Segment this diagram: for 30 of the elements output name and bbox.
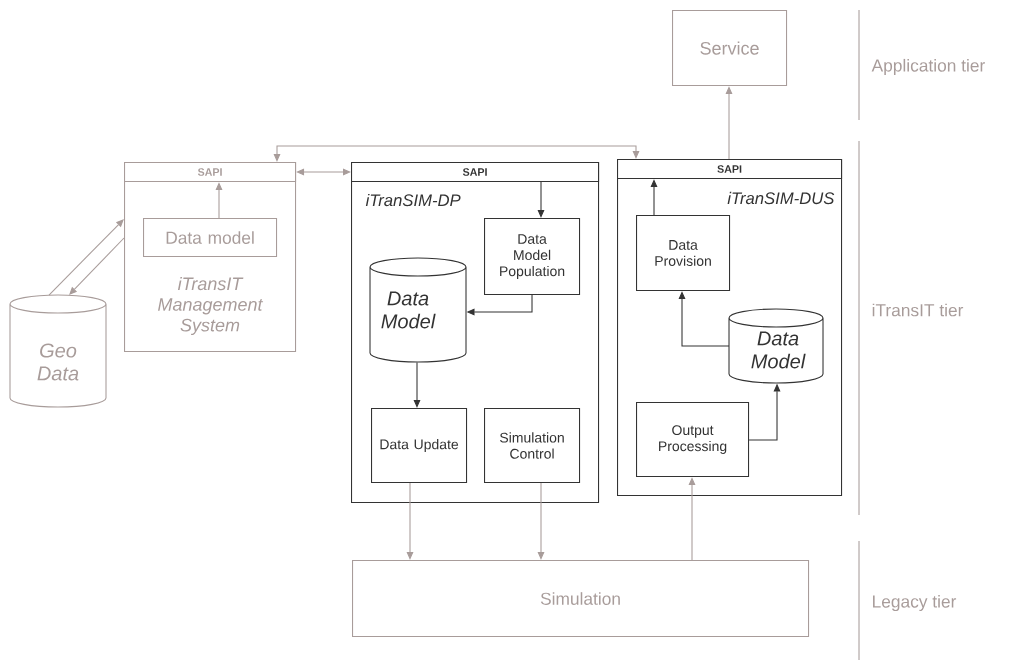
- tier-label: Application tier: [871, 58, 985, 76]
- process-box: Data Model Population: [484, 218, 581, 296]
- database-cylinder: Data Model: [728, 308, 824, 384]
- interface-band: SAPI: [124, 162, 297, 183]
- tier-label: Legacy tier: [873, 594, 957, 612]
- process-box: Data Provision: [636, 215, 731, 292]
- process-box: Simulation Control: [484, 408, 581, 484]
- arrow: [406, 482, 414, 560]
- arrow: [678, 291, 730, 347]
- arrow: [413, 362, 421, 408]
- arrow: [537, 181, 545, 218]
- process-box: Output Processing: [636, 402, 750, 478]
- process-box: Data Update: [371, 408, 468, 484]
- tier-label: iTransIT tier: [872, 303, 964, 317]
- database-cylinder: Data Model: [369, 257, 467, 363]
- database-cylinder: Geo Data: [9, 294, 107, 408]
- interface-band: SAPI: [351, 162, 600, 183]
- arrow: [48, 219, 124, 296]
- arrow: [69, 237, 125, 295]
- arrow: [273, 145, 640, 162]
- service-box: Service: [672, 10, 788, 87]
- system-box: Simulation: [352, 560, 810, 638]
- arrow: [296, 168, 351, 176]
- interface-band: SAPI: [617, 159, 843, 180]
- component-box: Data model: [143, 218, 278, 258]
- arrow: [650, 179, 658, 216]
- arrow: [537, 482, 545, 560]
- arrow: [688, 477, 696, 561]
- arrow: [725, 86, 733, 160]
- arrow: [215, 182, 223, 219]
